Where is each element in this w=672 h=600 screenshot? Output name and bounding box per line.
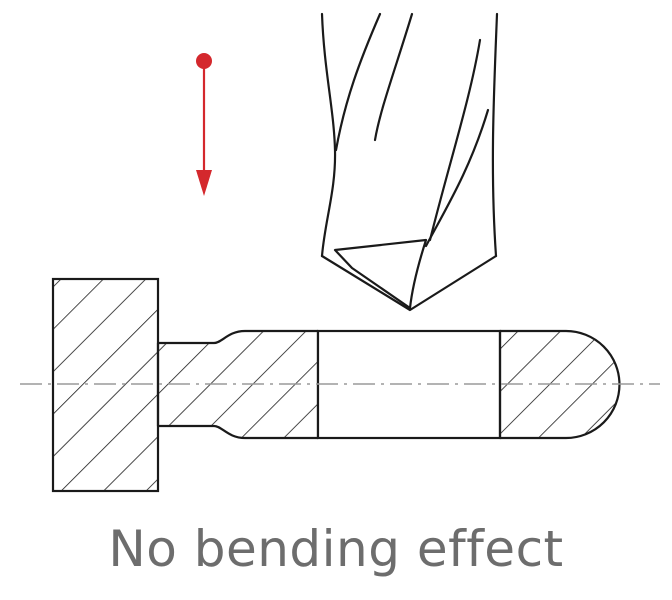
drill-tip-outline (320, 254, 498, 312)
drill-cutting-face (333, 238, 428, 310)
arrow-origin-dot (196, 53, 212, 69)
drill-flute-4 (424, 108, 490, 248)
feed-direction-arrow (196, 53, 212, 196)
caption: No bending effect (108, 520, 564, 578)
drill-bit (320, 12, 499, 312)
drill-left-edge (320, 12, 337, 258)
drill-flute-2 (373, 12, 414, 142)
workpiece-head (51, 277, 160, 493)
drill-right-edge (491, 12, 499, 258)
down-arrow-icon (196, 170, 212, 196)
drill-flute-1 (334, 12, 382, 152)
drill-flute-3 (428, 38, 482, 242)
